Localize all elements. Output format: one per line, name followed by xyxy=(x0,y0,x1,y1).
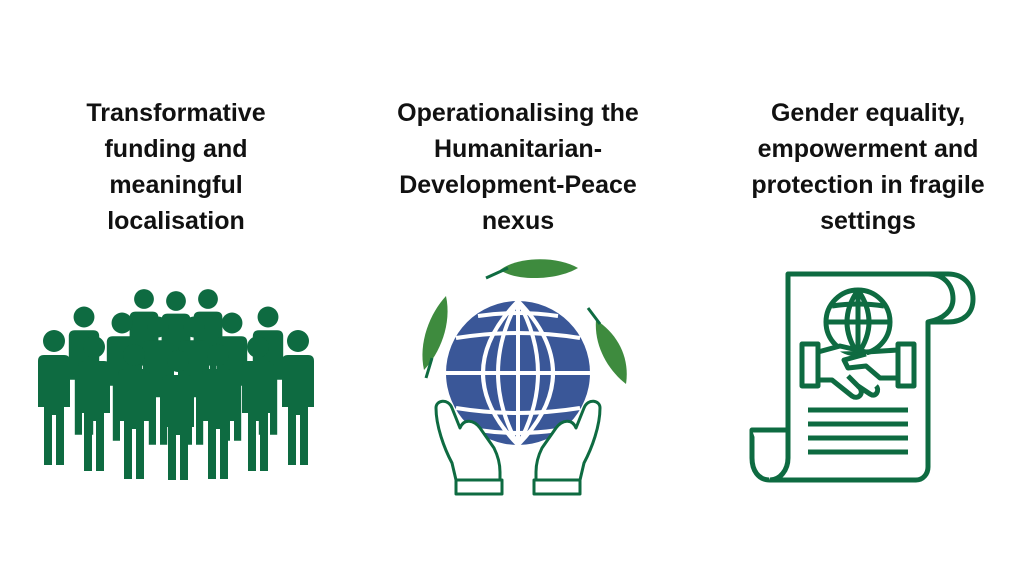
person-head xyxy=(167,350,189,372)
person-head xyxy=(147,316,169,338)
person-head xyxy=(257,306,279,328)
person-head xyxy=(183,316,205,338)
person-head xyxy=(166,291,186,311)
leaf-icon xyxy=(422,296,448,379)
agreement-scroll-icon xyxy=(749,271,976,483)
person-figure xyxy=(282,355,314,465)
person-head xyxy=(43,330,65,352)
person-head xyxy=(207,344,229,366)
person-head xyxy=(221,312,243,334)
person-figure xyxy=(78,361,110,471)
person-figure xyxy=(202,369,234,479)
person-head xyxy=(123,344,145,366)
globe-in-hands-icon xyxy=(422,259,627,496)
person-head xyxy=(83,336,105,358)
globe-icon xyxy=(823,287,893,357)
theme-title: Gender equality, empowerment and protect… xyxy=(751,99,985,235)
group-of-people-icon xyxy=(38,289,314,480)
hands-icon xyxy=(434,399,602,496)
person-head xyxy=(287,330,309,352)
handshake-icon xyxy=(799,341,917,400)
person-figure xyxy=(162,375,194,480)
leaf-icon xyxy=(485,259,578,280)
theme-title: Operationalising the Humanitarian- Devel… xyxy=(397,99,639,235)
person-head xyxy=(73,306,95,328)
globe-icon xyxy=(446,299,590,447)
theme-title: Transformative funding and meaningful lo… xyxy=(86,99,266,235)
person-head xyxy=(198,289,218,309)
person-head xyxy=(247,336,269,358)
document-lines xyxy=(808,407,908,455)
person-figure xyxy=(118,369,150,479)
person-head xyxy=(111,312,133,334)
person-head xyxy=(134,289,154,309)
person-figure xyxy=(242,361,274,471)
leaf-icon xyxy=(586,307,627,384)
person-figure xyxy=(38,355,70,465)
